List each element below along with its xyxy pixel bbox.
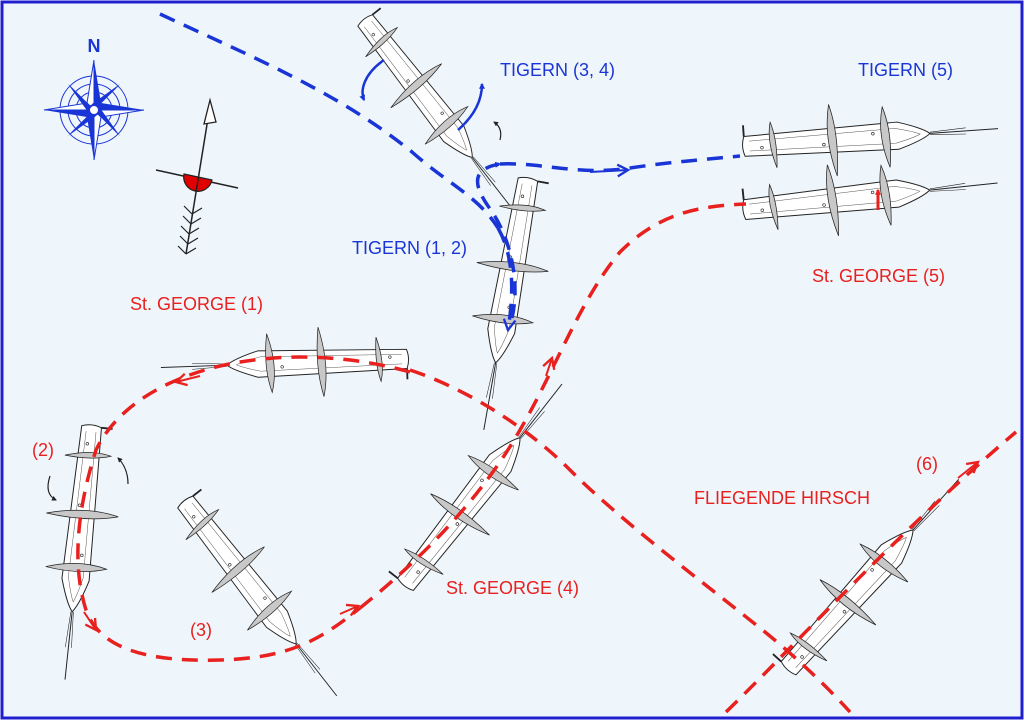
label-fliegende-hirsch: FLIEGENDE HIRSCH — [694, 488, 870, 508]
st-george-course-arrow-2 — [83, 611, 96, 630]
label-tigern-5: TIGERN (5) — [858, 60, 953, 80]
label-st-george-4: St. GEORGE (4) — [446, 578, 579, 598]
tigern-course-curve — [496, 227, 512, 330]
turn-arrow-tigern — [493, 121, 502, 141]
tigern-course-arrow — [589, 170, 628, 172]
fliegende-hirsch-arrow — [957, 462, 978, 479]
st-george-course-diagonal — [409, 368, 852, 714]
st-george-course-north — [358, 202, 747, 610]
tigern-course-upper — [159, 12, 500, 229]
st-george-course-arrow-4 — [546, 358, 552, 377]
st-george-course-arrow-1 — [176, 376, 201, 382]
st-george-course-arrow-3 — [339, 606, 358, 614]
label-st-george-5: St. GEORGE (5) — [812, 266, 945, 286]
label-marker-6: (6) — [916, 454, 938, 474]
label-marker-2: (2) — [32, 440, 54, 460]
compass-rose-icon — [43, 59, 145, 161]
label-marker-3: (3) — [190, 620, 212, 640]
turn-arrow-right-2 — [117, 457, 129, 485]
label-tigern-3-4: TIGERN (3, 4) — [500, 60, 615, 80]
compass-north-label: N — [88, 36, 101, 56]
st-george-course-main — [76, 355, 411, 662]
wind-arrow-icon — [155, 97, 239, 255]
tigern-course-loop — [475, 161, 517, 319]
tigern-turn-arrow-left — [359, 58, 385, 102]
tigern-turn-arrow-right — [457, 82, 485, 131]
turn-arrow-left-2 — [47, 475, 57, 501]
label-tigern-1-2: TIGERN (1, 2) — [352, 238, 467, 258]
label-st-george-1: St. GEORGE (1) — [130, 294, 263, 314]
